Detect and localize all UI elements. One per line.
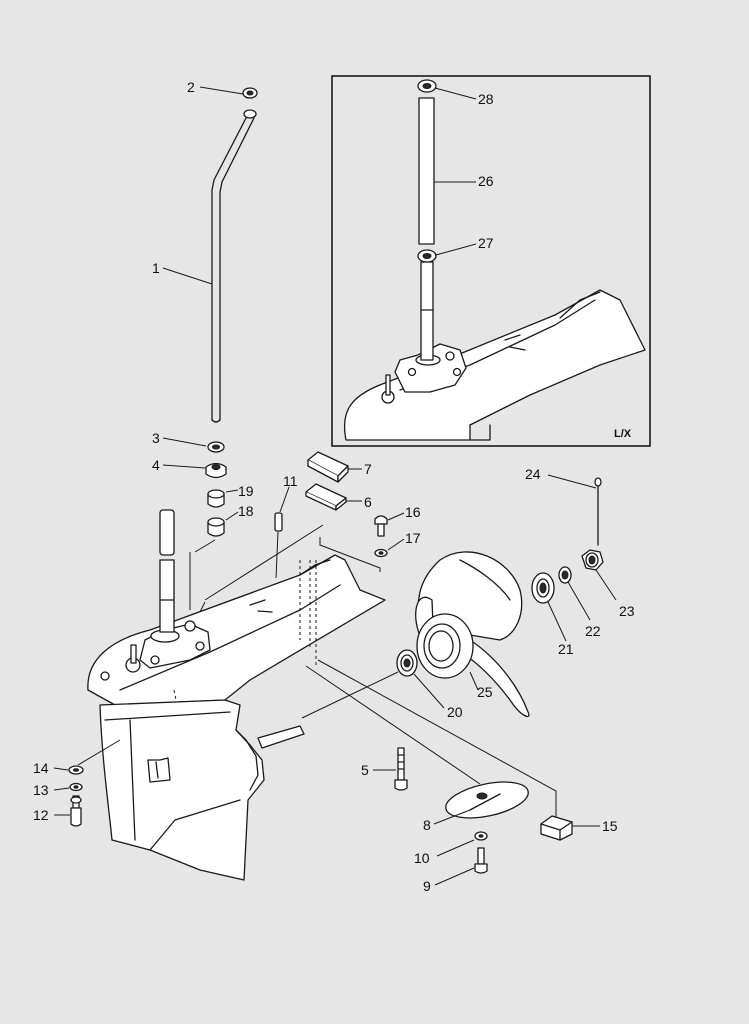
callout-15: 15 <box>602 818 618 834</box>
callout-2: 2 <box>187 79 195 95</box>
callout-3: 3 <box>152 430 160 446</box>
thrust-washer <box>396 649 418 677</box>
prop-hardware <box>531 477 604 604</box>
callout-9: 9 <box>423 878 431 894</box>
callout-27: 27 <box>478 235 494 251</box>
callout-4: 4 <box>152 457 160 473</box>
lower-unit-housing <box>87 509 386 881</box>
callout-28: 28 <box>478 91 494 107</box>
water-tube <box>211 87 258 423</box>
anode-block <box>540 815 573 841</box>
callout-14: 14 <box>33 760 49 776</box>
anodes <box>274 451 349 532</box>
callout-24: 24 <box>525 466 541 482</box>
long-bolt <box>394 747 408 791</box>
side-bolt-set <box>68 765 84 827</box>
callout-10: 10 <box>414 850 430 866</box>
callout-1: 1 <box>152 260 160 276</box>
callout-20: 20 <box>447 704 463 720</box>
callout-8: 8 <box>423 817 431 833</box>
callout-17: 17 <box>405 530 421 546</box>
callout-7: 7 <box>364 461 372 477</box>
callout-21: 21 <box>558 641 574 657</box>
propeller <box>415 551 530 718</box>
callout-6: 6 <box>364 494 372 510</box>
trim-tab <box>445 781 529 819</box>
callout-25: 25 <box>477 684 493 700</box>
bolt-and-washer <box>374 515 388 558</box>
callout-labels: 2 1 3 4 19 18 11 7 6 16 17 28 26 27 24 2… <box>33 79 635 894</box>
callout-12: 12 <box>33 807 49 823</box>
callout-18: 18 <box>238 503 254 519</box>
grommets <box>205 441 227 537</box>
callout-11: 11 <box>283 473 298 489</box>
callout-5: 5 <box>361 762 369 778</box>
callout-22: 22 <box>585 623 601 639</box>
callout-19: 19 <box>238 483 254 499</box>
callout-16: 16 <box>405 504 421 520</box>
trim-tab-fasteners <box>474 831 488 874</box>
callout-13: 13 <box>33 782 49 798</box>
inset-panel <box>331 75 651 447</box>
callout-26: 26 <box>478 173 494 189</box>
inset-tag: L/X <box>614 428 632 440</box>
callout-23: 23 <box>619 603 635 619</box>
